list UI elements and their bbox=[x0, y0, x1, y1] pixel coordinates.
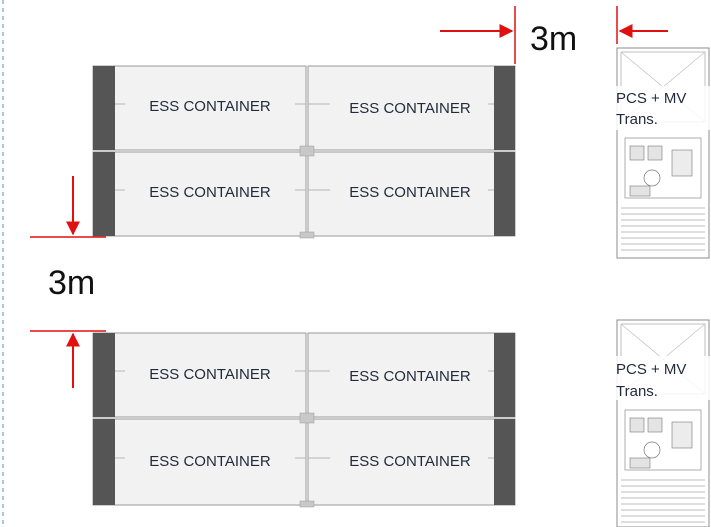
container-label: ESS CONTAINER bbox=[349, 184, 471, 201]
container-label: ESS CONTAINER bbox=[349, 453, 471, 470]
pcs-mv-transformer-unit: PCS + MV Trans. bbox=[615, 319, 711, 527]
horizontal-gap-label: 3m bbox=[530, 20, 577, 58]
container-label: ESS CONTAINER bbox=[149, 184, 271, 201]
horizontal-gap-dimension: 3m bbox=[440, 6, 668, 64]
container-label: ESS CONTAINER bbox=[349, 100, 471, 117]
ess-container: ESS CONTAINER bbox=[307, 418, 516, 506]
upper-container-block: ESS CONTAINER ESS CONTAINER ESS CONTAINE… bbox=[92, 65, 516, 239]
pcs-label: Trans. bbox=[616, 111, 658, 128]
ess-container: ESS CONTAINER bbox=[92, 151, 307, 237]
ess-container: ESS CONTAINER bbox=[92, 65, 307, 151]
ess-container: ESS CONTAINER bbox=[307, 65, 516, 151]
ess-container: ESS CONTAINER bbox=[307, 151, 516, 237]
pcs-label: PCS + MV bbox=[616, 361, 686, 378]
ess-container: ESS CONTAINER bbox=[92, 418, 307, 506]
pcs-label: Trans. bbox=[616, 383, 658, 400]
container-label: ESS CONTAINER bbox=[149, 453, 271, 470]
container-label: ESS CONTAINER bbox=[349, 368, 471, 385]
vertical-gap-label: 3m bbox=[48, 264, 95, 302]
pcs-mv-transformer-unit: PCS + MV Trans. bbox=[615, 47, 711, 259]
ess-container: ESS CONTAINER bbox=[307, 332, 516, 418]
pcs-label: PCS + MV bbox=[616, 90, 686, 107]
lower-container-block: ESS CONTAINER ESS CONTAINER ESS CONTAINE… bbox=[92, 332, 516, 508]
ess-container: ESS CONTAINER bbox=[92, 332, 307, 418]
container-label: ESS CONTAINER bbox=[149, 366, 271, 383]
container-label: ESS CONTAINER bbox=[149, 98, 271, 115]
vertical-gap-dimension: 3m bbox=[30, 176, 106, 388]
